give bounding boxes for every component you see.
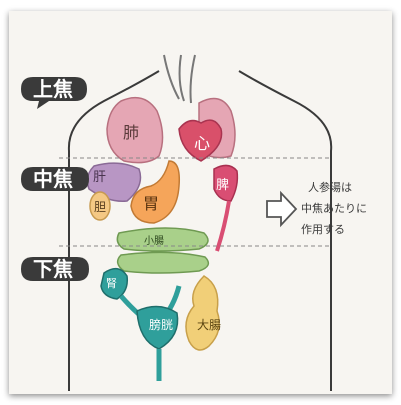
gallbladder-label: 胆 [94, 200, 106, 214]
badge-lower-label: 下焦 [33, 257, 73, 281]
badge-middle-label: 中焦 [33, 167, 73, 191]
trachea [164, 55, 195, 103]
large-intestine-shape [186, 276, 219, 350]
lung-label: 肺 [123, 123, 139, 142]
badge-lower: 下焦 [21, 257, 89, 281]
heart-label: 心 [194, 134, 210, 153]
small-intestine-shape [117, 228, 208, 273]
stomach-label: 胃 [143, 194, 159, 213]
note-line-1: 人参湯は [308, 180, 352, 194]
badge-upper: 上焦 [21, 77, 87, 109]
diagram-card: 肺 心 肝 胆 胃 脾 小腸 腎 膀胱 大腸 上焦 中焦 下焦 人参湯は [9, 11, 392, 394]
spleen-vessel [217, 201, 229, 251]
hollow-right-arrow-icon [267, 193, 296, 225]
small-intestine-label: 小腸 [144, 235, 164, 247]
large-intestine-label: 大腸 [197, 318, 221, 332]
note-line-2: 中焦あたりに [301, 202, 367, 215]
organ-diagram: 肺 心 肝 胆 胃 脾 小腸 腎 膀胱 大腸 上焦 中焦 下焦 人参湯は [9, 11, 392, 394]
spleen-label: 脾 [216, 178, 229, 193]
kidney-label: 腎 [106, 277, 117, 290]
bladder-label: 膀胱 [149, 317, 173, 332]
note-line-3: 作用する [301, 223, 345, 236]
badge-middle: 中焦 [21, 167, 89, 191]
liver-label: 肝 [93, 170, 106, 185]
badge-upper-label: 上焦 [33, 77, 73, 101]
